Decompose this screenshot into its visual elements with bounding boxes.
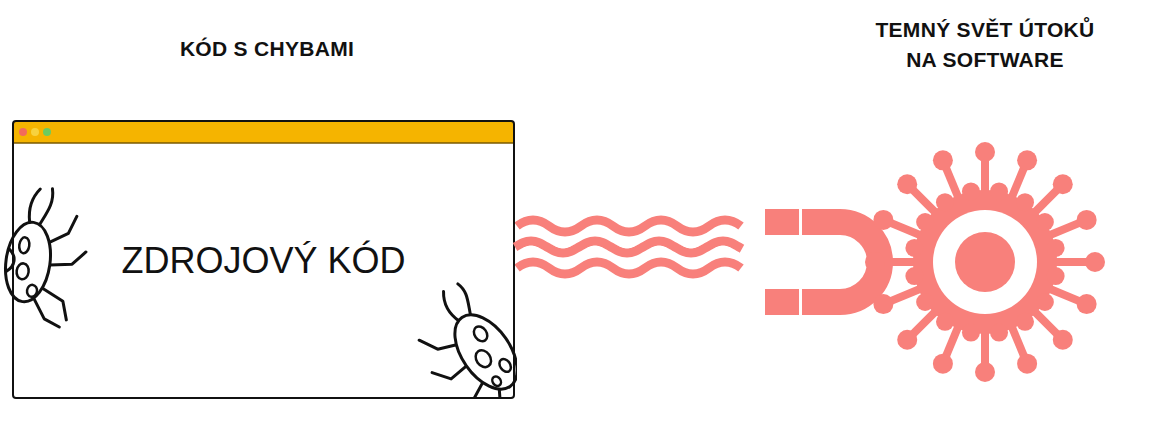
virus-spike-tip bbox=[897, 330, 917, 350]
virus-bump bbox=[916, 213, 934, 231]
virus-spike-tip bbox=[873, 210, 893, 230]
virus-bump bbox=[1036, 213, 1054, 231]
virus-bump bbox=[1016, 313, 1034, 331]
bug-spot bbox=[18, 237, 30, 254]
virus-bump bbox=[962, 182, 980, 200]
bug-spot bbox=[497, 357, 513, 374]
virus-spike-tip bbox=[1053, 330, 1073, 350]
heading: KÓD S CHYBAMI bbox=[132, 34, 402, 64]
virus-group bbox=[765, 142, 1105, 382]
title-bar-edge bbox=[13, 142, 514, 144]
bug-antenna bbox=[28, 186, 54, 227]
magnet-pole-gap bbox=[799, 205, 802, 319]
virus-bump bbox=[1016, 193, 1034, 211]
virus-bump bbox=[1047, 267, 1065, 285]
virus-bump bbox=[905, 239, 923, 257]
virus-spike-tip bbox=[873, 294, 893, 314]
virus-core bbox=[955, 232, 1015, 292]
virus-illustration: TEMNÝ SVĚT ÚTOKŮ NA SOFTWARE bbox=[742, 8, 1120, 423]
bug-spot bbox=[471, 324, 490, 344]
virus-bump bbox=[990, 182, 1008, 200]
virus-spike-tip bbox=[1085, 252, 1105, 272]
window-dot bbox=[43, 128, 51, 136]
virus-bump bbox=[990, 324, 1008, 342]
virus-bump bbox=[962, 324, 980, 342]
virus-spike-tip bbox=[1077, 210, 1097, 230]
bug-spot bbox=[472, 347, 494, 370]
virus-spike-tip bbox=[1017, 354, 1037, 374]
window-label: ZDROJOVÝ KÓD bbox=[14, 240, 513, 282]
bug-body bbox=[442, 304, 517, 399]
attraction-wave bbox=[517, 220, 741, 232]
bug-spot bbox=[491, 375, 503, 388]
virus-body bbox=[913, 190, 1057, 334]
bug-spot bbox=[26, 284, 38, 297]
virus-spike-tip bbox=[1077, 294, 1097, 314]
attraction-wave bbox=[515, 241, 742, 253]
virus-spike-tip bbox=[975, 362, 995, 382]
browser-window: KÓD S CHYBAMIZDROJOVÝ KÓD bbox=[12, 120, 515, 399]
virus-spike-tip bbox=[1017, 150, 1037, 170]
virus-spike-tip bbox=[1053, 174, 1073, 194]
bug-spot bbox=[16, 263, 30, 281]
attraction-wave bbox=[517, 262, 741, 274]
virus-ring-gap bbox=[933, 210, 1037, 314]
virus-spike-tip bbox=[897, 174, 917, 194]
virus-spike-tip bbox=[933, 354, 953, 374]
window-title-bar bbox=[13, 121, 514, 143]
window-dot bbox=[31, 128, 39, 136]
virus-bump bbox=[905, 267, 923, 285]
virus-bump bbox=[1036, 293, 1054, 311]
magnet-symbol bbox=[765, 222, 880, 302]
virus-spike-tip bbox=[933, 150, 953, 170]
heading: TEMNÝ SVĚT ÚTOKŮ NA SOFTWARE bbox=[860, 15, 1110, 75]
virus-spike-tip bbox=[975, 142, 995, 162]
virus-bump bbox=[936, 193, 954, 211]
virus-bump bbox=[916, 293, 934, 311]
virus-spike-tip bbox=[865, 252, 885, 272]
window-dot bbox=[19, 128, 27, 136]
bug-drawing bbox=[0, 184, 517, 399]
bug-body bbox=[1, 219, 56, 304]
virus-bump bbox=[1047, 239, 1065, 257]
virus-bump bbox=[936, 313, 954, 331]
